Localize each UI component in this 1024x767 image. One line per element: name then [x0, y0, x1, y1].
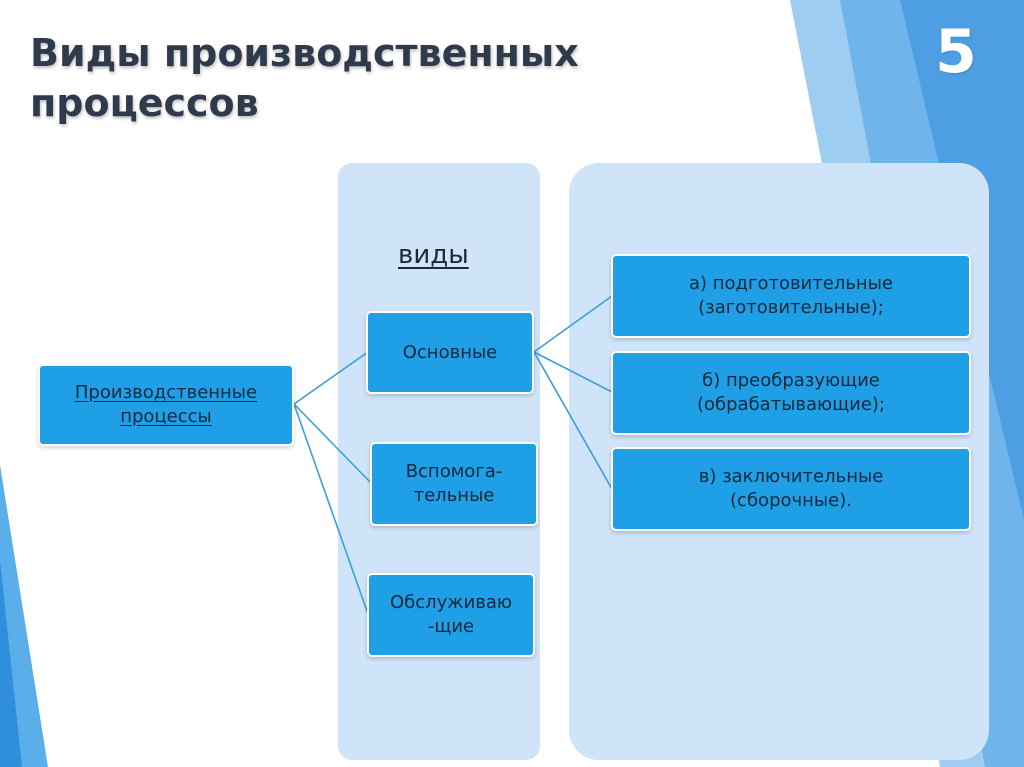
root-node-label: Производственные процессы: [74, 382, 258, 427]
type-node-service-label: Обслуживаю -щие: [389, 592, 513, 637]
connector-main-subtype-b: [533, 351, 613, 393]
type-node-main: Основные: [366, 311, 534, 394]
subtype-node-preparatory-label: а) подготовительные (заготовительные);: [688, 273, 893, 318]
connector-root-service: [293, 403, 369, 615]
subtype-node-transforming: б) преобразующие (обрабатывающие);: [611, 351, 971, 435]
connector-main-subtype-c: [533, 351, 613, 490]
types-heading: виды: [398, 240, 469, 270]
slide-number: 5: [935, 17, 977, 87]
connector-root-auxiliary: [293, 403, 373, 485]
left-corner-shape-dark: [0, 560, 22, 767]
type-node-service: Обслуживаю -щие: [367, 573, 535, 657]
type-node-auxiliary: Вспомога- тельные: [370, 442, 538, 526]
type-node-main-label: Основные: [402, 341, 498, 363]
slide-title: Виды производственных процессов: [30, 31, 579, 125]
subtype-node-preparatory: а) подготовительные (заготовительные);: [611, 254, 971, 338]
connector-main-subtype-a: [533, 295, 613, 353]
subtype-node-transforming-label: б) преобразующие (обрабатывающие);: [696, 370, 886, 415]
subtype-node-final-label: в) заключительные (сборочные).: [698, 466, 884, 511]
subtype-node-final: в) заключительные (сборочные).: [611, 447, 971, 531]
root-node-production-processes: Производственные процессы: [38, 364, 294, 446]
connector-root-main: [293, 351, 369, 405]
type-node-auxiliary-label: Вспомога- тельные: [405, 461, 503, 506]
